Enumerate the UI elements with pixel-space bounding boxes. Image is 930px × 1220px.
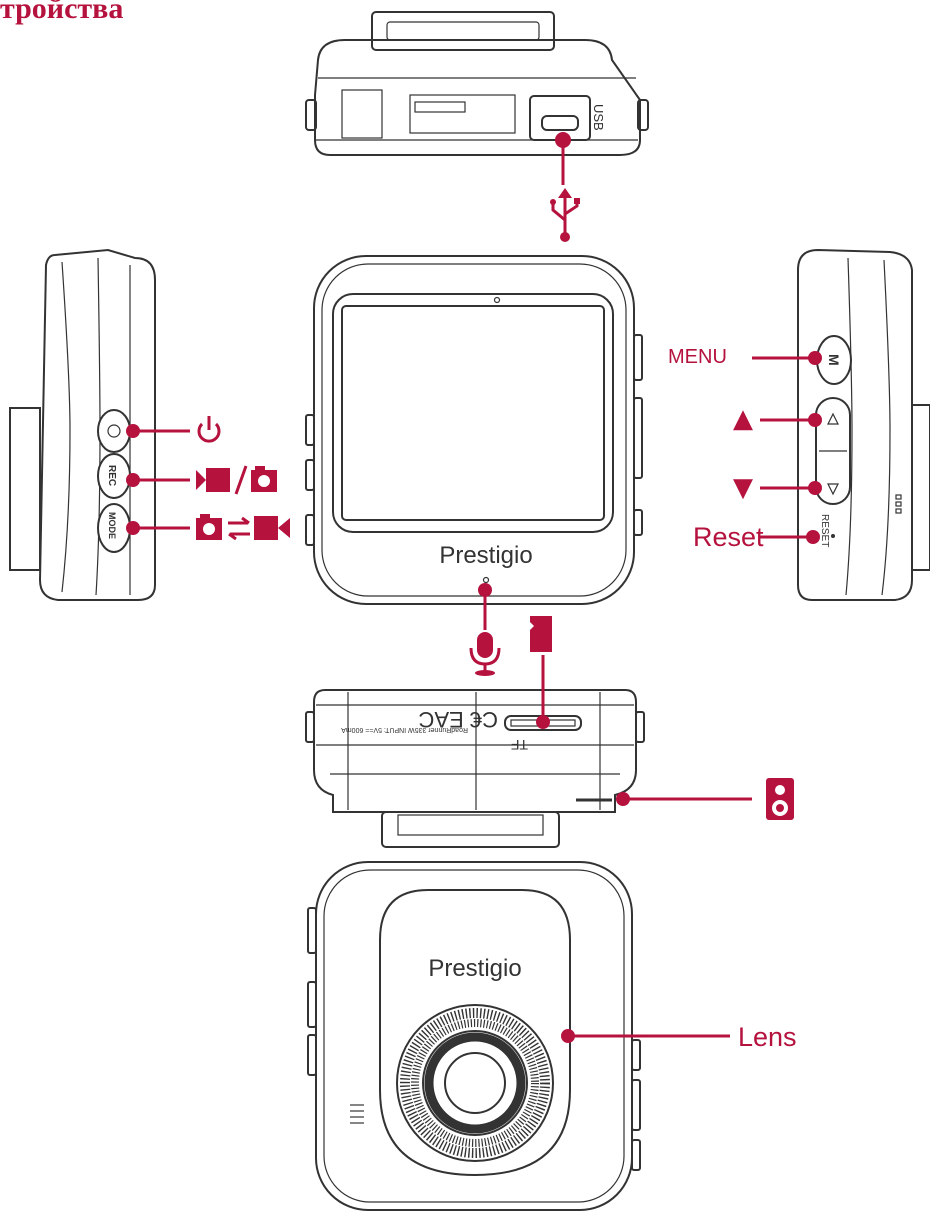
- bottom-view: TF RoadRunner 335W INPUT: 5V== 600mA C€ …: [305, 689, 645, 848]
- top-view: USB: [305, 11, 649, 156]
- lens-view: Prestigio: [307, 861, 641, 1211]
- menu-callout-label: MENU: [668, 346, 727, 368]
- rec-callout: [126, 465, 277, 495]
- sd-callout: [530, 616, 552, 729]
- tf-label: TF: [511, 737, 528, 753]
- page-title: тройства: [0, 0, 124, 25]
- screen-view: Prestigio: [305, 255, 643, 605]
- up-arrow-icon: ▲: [733, 404, 753, 434]
- menu-callout: [752, 351, 822, 365]
- mode-label: MODE: [107, 512, 117, 539]
- reset-side-label: RESET: [819, 514, 830, 547]
- lens-callout-label: Lens: [738, 1022, 797, 1052]
- speaker-icon: [766, 778, 794, 820]
- photo-video-switch-icon: [196, 514, 290, 541]
- brand-logo-front: Prestigio: [428, 955, 521, 982]
- up-callout: ▲: [733, 404, 822, 434]
- reset-callout-label: Reset: [693, 522, 764, 552]
- usb-callout: [550, 132, 580, 242]
- camera-lens: [396, 1004, 554, 1162]
- down-callout: ▼: [733, 473, 822, 503]
- model-info-label: RoadRunner 335W INPUT: 5V== 600mA: [341, 726, 468, 733]
- usb-label: USB: [591, 104, 606, 131]
- reset-callout: [760, 530, 820, 544]
- right-side-view: M RESET: [797, 248, 930, 601]
- microphone-icon: [469, 632, 501, 676]
- mode-callout: [126, 514, 290, 541]
- lens-callout: [561, 1029, 730, 1043]
- usb-icon: [550, 188, 580, 242]
- mic-callout: [469, 583, 501, 676]
- video-photo-icon: [196, 465, 277, 495]
- down-arrow-icon: ▼: [733, 473, 753, 503]
- brand-logo-screen: Prestigio: [439, 542, 532, 569]
- speaker-callout: [616, 778, 794, 820]
- sd-card-icon: [530, 616, 552, 652]
- rec-label: REC: [106, 465, 117, 486]
- power-callout: [126, 416, 221, 443]
- power-icon: [197, 416, 221, 443]
- m-label: M: [826, 354, 842, 366]
- certification-marks: C€ EAC: [418, 707, 498, 732]
